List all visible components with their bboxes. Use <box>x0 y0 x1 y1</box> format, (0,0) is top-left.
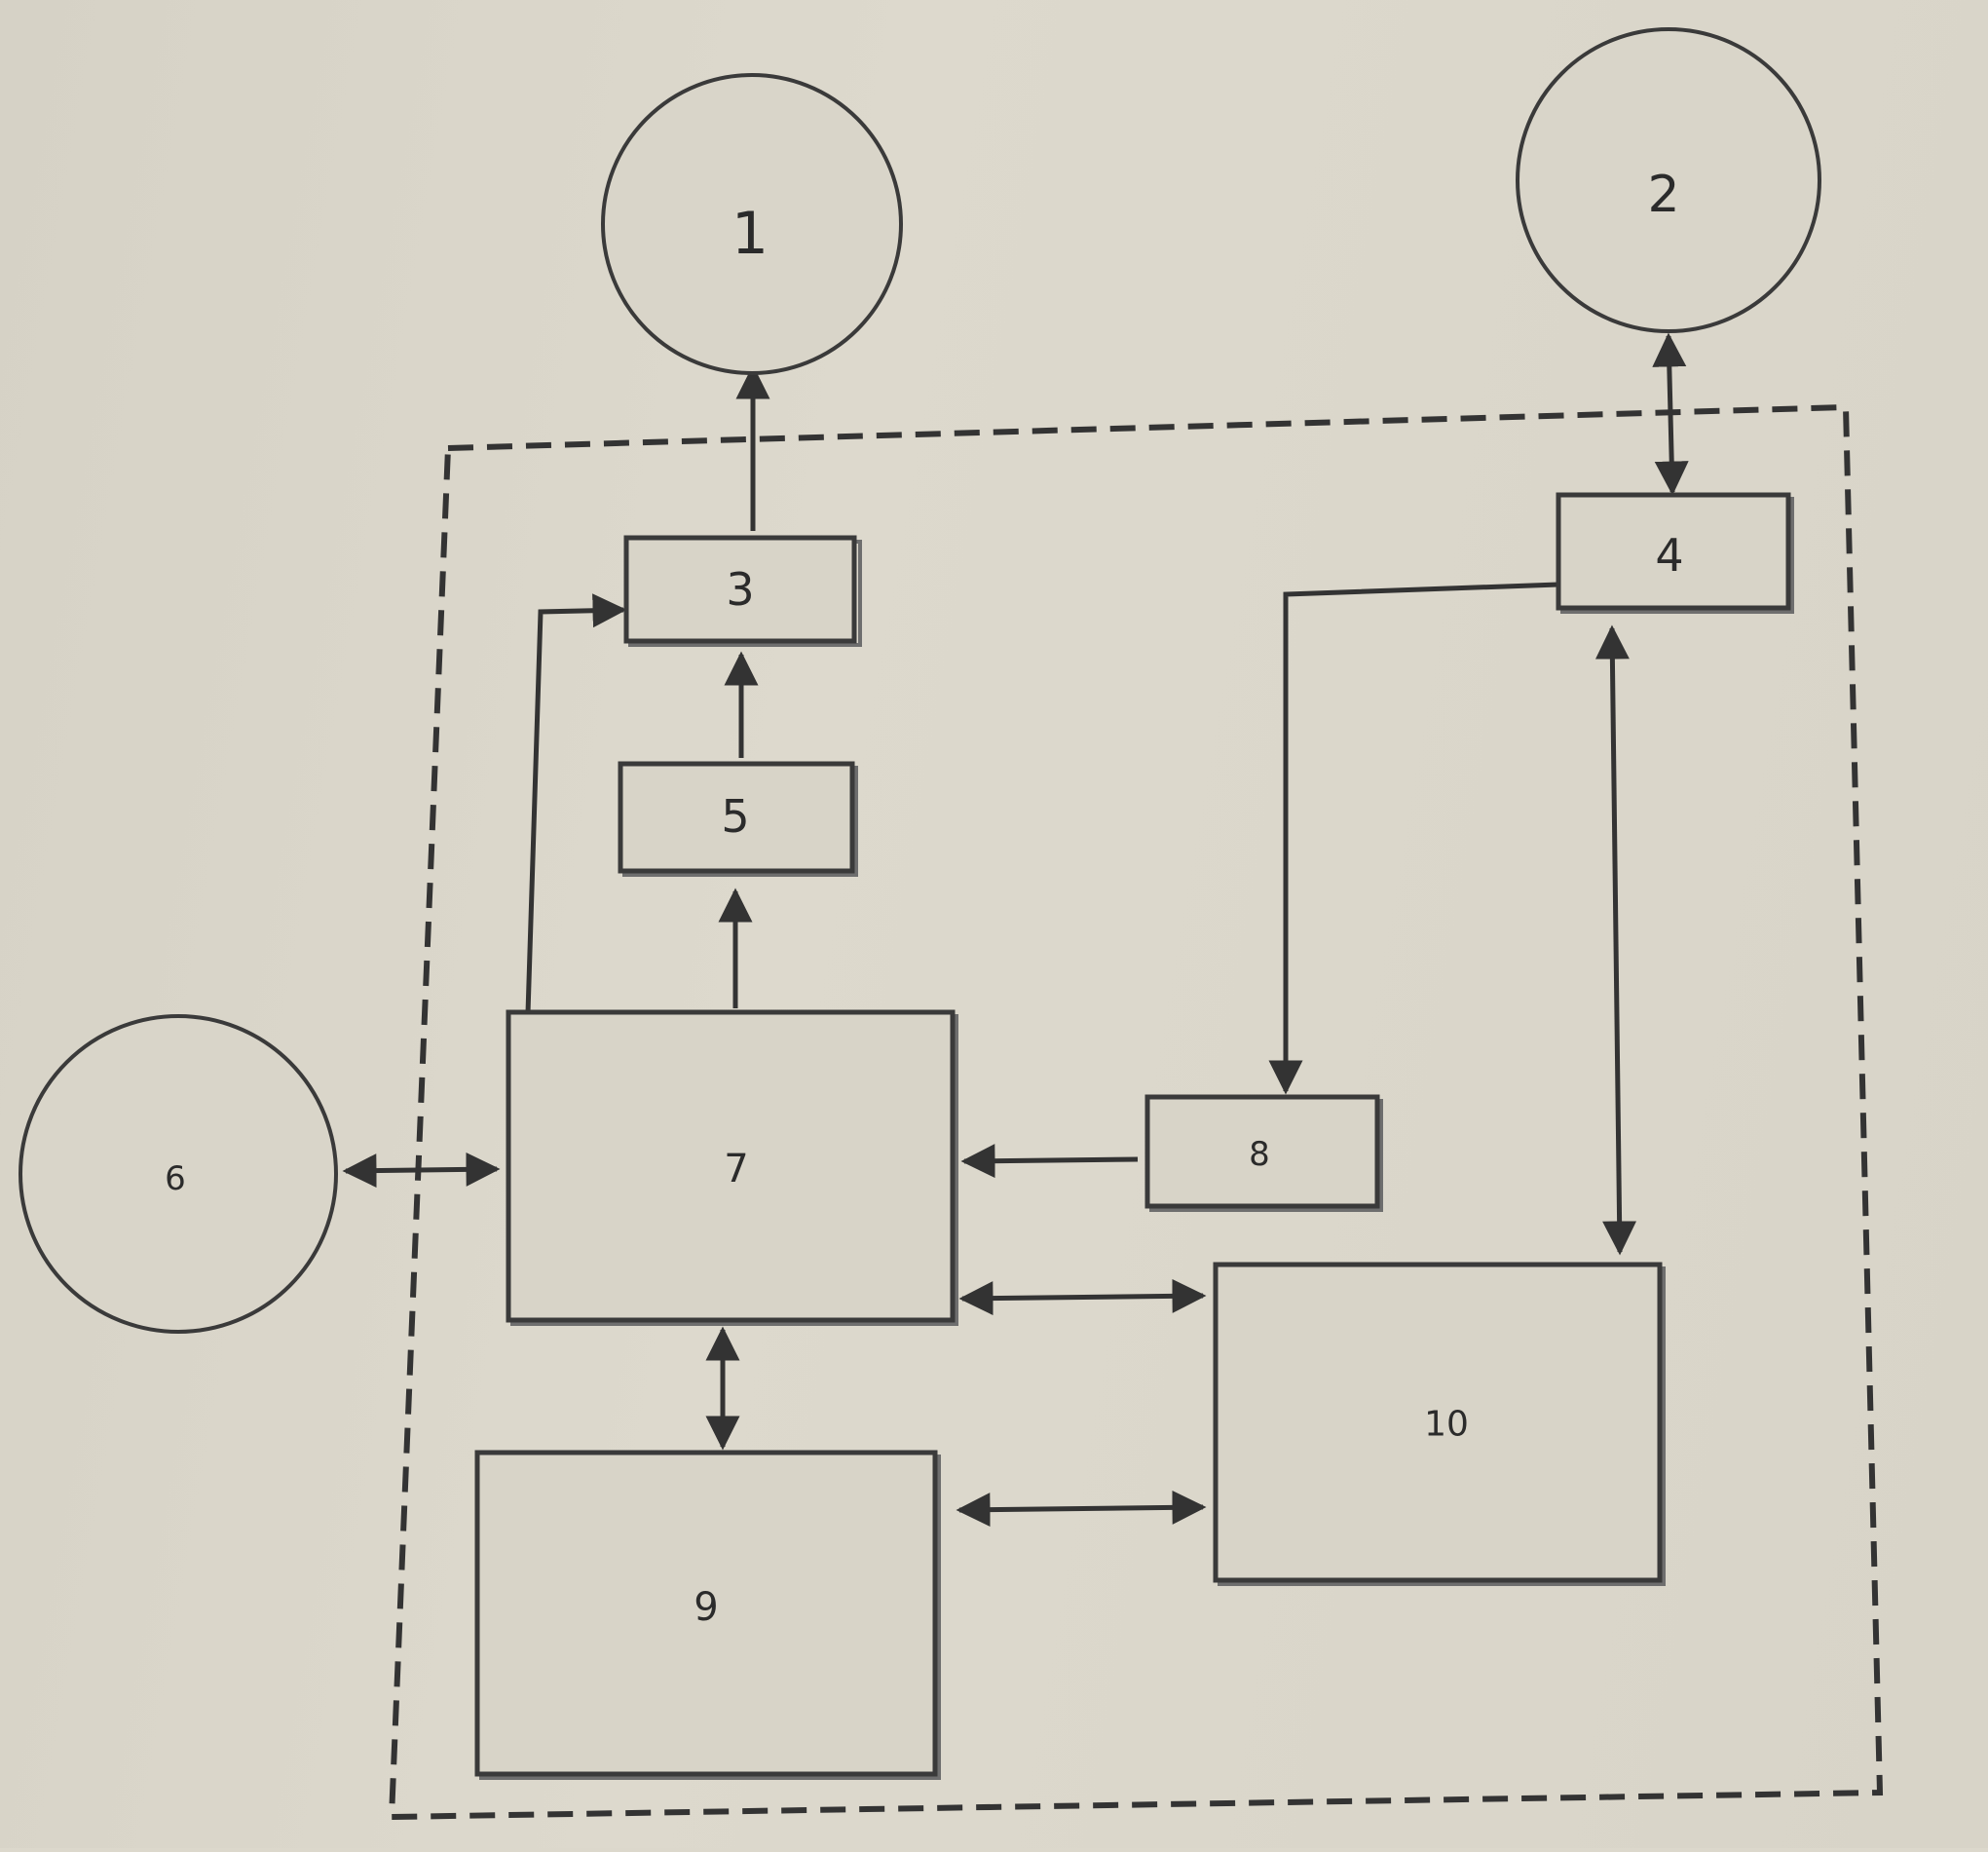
system-boundary <box>388 403 1884 1821</box>
edge-7-to-10 <box>958 1278 1207 1316</box>
edge-8-to-7 <box>960 1144 1139 1179</box>
edge-4-to-8 <box>1268 582 1559 1095</box>
node-1-label: 1 <box>731 200 769 268</box>
node-5-label: 5 <box>721 790 749 843</box>
node-8-label: 8 <box>1249 1135 1270 1174</box>
edge-2-to-4 <box>1652 332 1689 496</box>
edge-7-to-3 <box>525 593 627 1014</box>
edge-4-to-10 <box>1594 624 1637 1256</box>
node-10-label: 10 <box>1424 1405 1469 1445</box>
node-3: 3 <box>623 535 862 647</box>
node-8: 8 <box>1144 1094 1383 1212</box>
node-6: 6 <box>19 1014 338 1334</box>
node-5: 5 <box>618 761 858 877</box>
node-7: 7 <box>506 1009 958 1326</box>
node-9-label: 9 <box>694 1585 718 1630</box>
edge-6-to-7 <box>342 1152 501 1189</box>
edge-9-to-10 <box>956 1490 1207 1528</box>
node-9: 9 <box>474 1450 941 1780</box>
node-2: 2 <box>1516 27 1821 333</box>
node-7-label: 7 <box>724 1147 748 1191</box>
node-10: 10 <box>1213 1262 1666 1586</box>
node-3-label: 3 <box>726 563 754 616</box>
node-2-label: 2 <box>1647 166 1679 224</box>
edges <box>342 332 1689 1528</box>
node-6-label: 6 <box>165 1159 186 1198</box>
node-4-label: 4 <box>1655 529 1683 582</box>
node-1: 1 <box>601 73 903 375</box>
node-4: 4 <box>1556 492 1794 614</box>
